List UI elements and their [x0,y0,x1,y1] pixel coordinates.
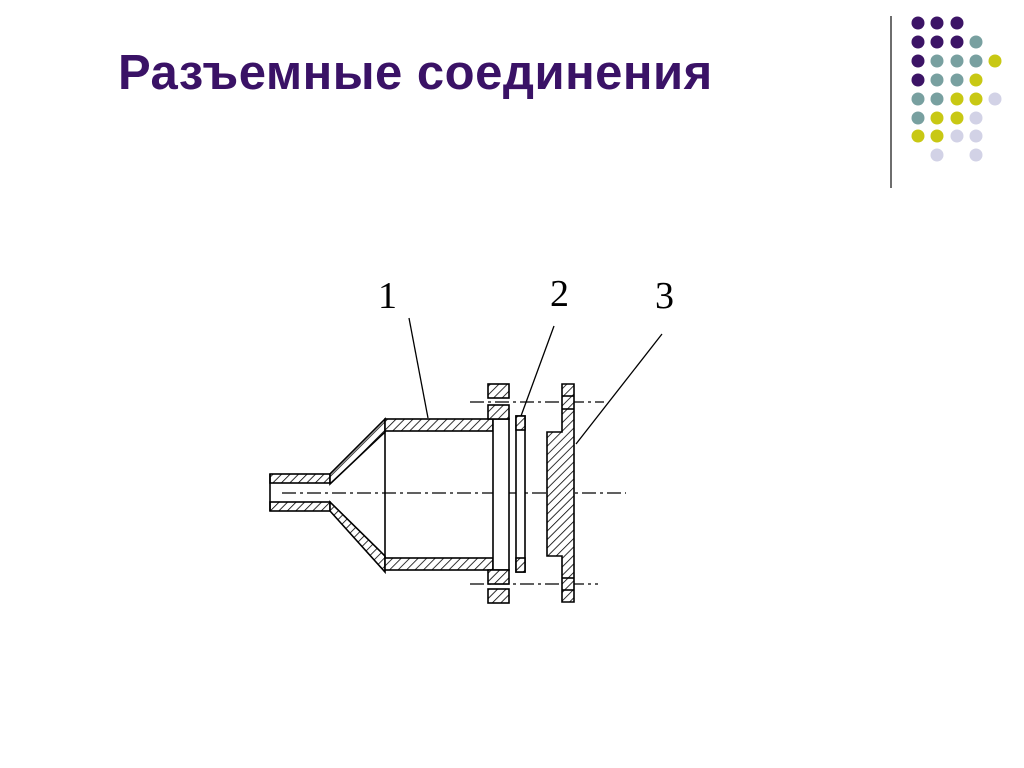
decorative-dot-lavender [930,148,944,162]
decorative-dot-teal [911,111,925,125]
gasket-body [515,415,526,573]
gasket-bottom-section [515,557,526,573]
decorative-dot-teal [930,73,944,87]
decorative-dot-purple [930,35,944,49]
header-divider [890,16,892,188]
decorative-dot-lavender [969,111,983,125]
decorative-dot-grid [911,16,1002,162]
decorative-dot-yellow [969,92,983,106]
decorative-dot-lavender [969,129,983,143]
flange-1-upper-bolt-top [487,383,510,399]
decorative-dot-yellow [969,73,983,87]
decorative-dot-purple [930,16,944,30]
leader-line-2 [520,325,555,417]
flange-1-upper-bolt-bottom [487,404,510,420]
nozzle-upper-wall [269,473,331,484]
decorative-dot-yellow [911,129,925,143]
decorative-dot-yellow [950,111,964,125]
flange-1-lower-bolt-top [487,569,510,585]
decorative-dot-teal [969,54,983,68]
decorative-dot-teal [911,92,925,106]
flange-1-lower-bolt-bottom [487,588,510,604]
cone-lower-wall [329,500,386,575]
decorative-dot-yellow [988,54,1002,68]
decorative-dot-yellow [930,129,944,143]
decorative-dot-lavender [969,148,983,162]
decorative-dot-yellow [950,92,964,106]
part-1-body [269,383,510,604]
cover-body [546,383,575,603]
decorative-dot-purple [911,35,925,49]
cylinder-lower-wall [384,557,494,571]
part-label-2: 2 [550,273,569,315]
decorative-dot-teal [950,54,964,68]
decorative-dot-purple [950,35,964,49]
gasket-top-section [515,415,526,431]
decorative-dot-purple [950,16,964,30]
decorative-dot-purple [911,73,925,87]
cylinder-upper-wall [384,418,494,432]
flange-1 [492,418,510,571]
decorative-dot-teal [950,73,964,87]
leader-line-3 [575,333,663,445]
part-label-1: 1 [378,275,397,317]
nozzle-lower-wall [269,501,331,512]
decorative-dot-yellow [930,111,944,125]
part-label-3: 3 [655,275,674,317]
slide-title: Разъемные соединения [118,46,713,100]
decorative-dot-teal [969,35,983,49]
cone-upper-wall [329,417,386,486]
decorative-dot-purple [911,16,925,30]
decorative-dot-purple [911,54,925,68]
decorative-dot-teal [930,92,944,106]
leader-lines [408,317,663,445]
decorative-dot-lavender [950,129,964,143]
part-3-cover [546,383,575,603]
part-2-gasket [515,415,526,573]
decorative-dot-teal [930,54,944,68]
leader-line-1 [408,317,429,419]
decorative-dot-lavender [988,92,1002,106]
